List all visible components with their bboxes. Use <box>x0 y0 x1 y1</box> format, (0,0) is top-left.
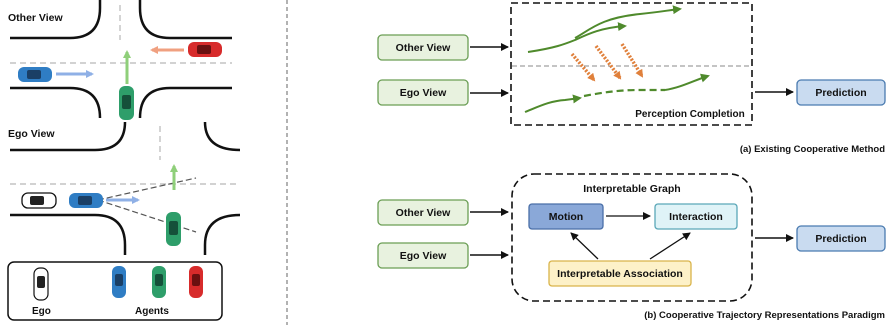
diagram-a: Other View Ego View Perception Completio… <box>377 2 886 155</box>
red-car-top <box>188 42 222 57</box>
legend-green-car-icon <box>152 266 166 298</box>
green-car-bottom <box>166 212 181 246</box>
blue-car-bottom <box>69 193 103 208</box>
b-motion-box <box>528 203 604 230</box>
b-graph-title: Interpretable Graph <box>583 183 680 195</box>
a-ego-view-label: Ego View <box>400 87 447 99</box>
a-prediction-box <box>796 79 886 106</box>
legend-red-car-icon <box>189 266 203 298</box>
legend-blue-car-icon <box>112 266 126 298</box>
b-association-to-interaction-arrow <box>649 232 691 260</box>
legend-agents-label: Agents <box>135 306 169 317</box>
a-perception-completion-box <box>510 2 753 126</box>
a-caption: (a) Existing Cooperative Method <box>740 144 885 155</box>
a-ego-completed-tail <box>664 73 710 91</box>
ego-view-label: Ego View <box>8 128 55 140</box>
b-association-box <box>548 260 692 287</box>
a-other-view-box <box>377 34 469 61</box>
a-completion-transfer-arrows <box>570 43 644 82</box>
b-motion-label: Motion <box>549 211 583 223</box>
diagram-b: Other View Ego View Interpretable Graph … <box>377 173 886 321</box>
top-intersection-roads <box>10 0 232 119</box>
a-other-view-trajectory <box>527 22 627 53</box>
b-ego-view-label: Ego View <box>400 250 447 262</box>
blue-car-top <box>18 67 52 82</box>
b-interaction-label: Interaction <box>669 211 723 223</box>
b-interaction-box <box>654 203 738 230</box>
a-prediction-label: Prediction <box>815 87 866 99</box>
a-ego-view-trajectory <box>524 94 582 113</box>
a-ego-completed-trajectory <box>583 88 665 98</box>
ego-car-bottom <box>21 192 57 209</box>
b-prediction-label: Prediction <box>815 233 866 245</box>
bottom-intersection-roads <box>10 121 241 255</box>
b-other-view-box <box>377 199 469 226</box>
b-association-label: Interpretable Association <box>557 268 683 280</box>
b-prediction-box <box>796 225 886 252</box>
top-lane-markings <box>10 5 232 64</box>
a-ego-view-box <box>377 79 469 106</box>
b-association-to-motion-arrow <box>570 232 599 260</box>
b-caption: (b) Cooperative Trajectory Representatio… <box>644 310 885 321</box>
ego-sensing-wedge <box>97 177 197 233</box>
legend-ego-car-icon <box>33 267 49 301</box>
a-perception-completion-label: Perception Completion <box>635 109 744 120</box>
b-interpretable-graph-box <box>511 173 753 302</box>
bottom-lane-markings <box>10 126 240 185</box>
b-other-view-label: Other View <box>396 207 451 219</box>
b-ego-view-box <box>377 242 469 269</box>
a-other-view-trajectory-2 <box>574 5 682 39</box>
a-other-view-label: Other View <box>396 42 451 54</box>
green-car-top <box>119 86 134 120</box>
scene-panel: Other View Ego View <box>7 0 241 321</box>
other-view-label: Other View <box>8 12 63 24</box>
legend-ego-label: Ego <box>32 306 51 317</box>
